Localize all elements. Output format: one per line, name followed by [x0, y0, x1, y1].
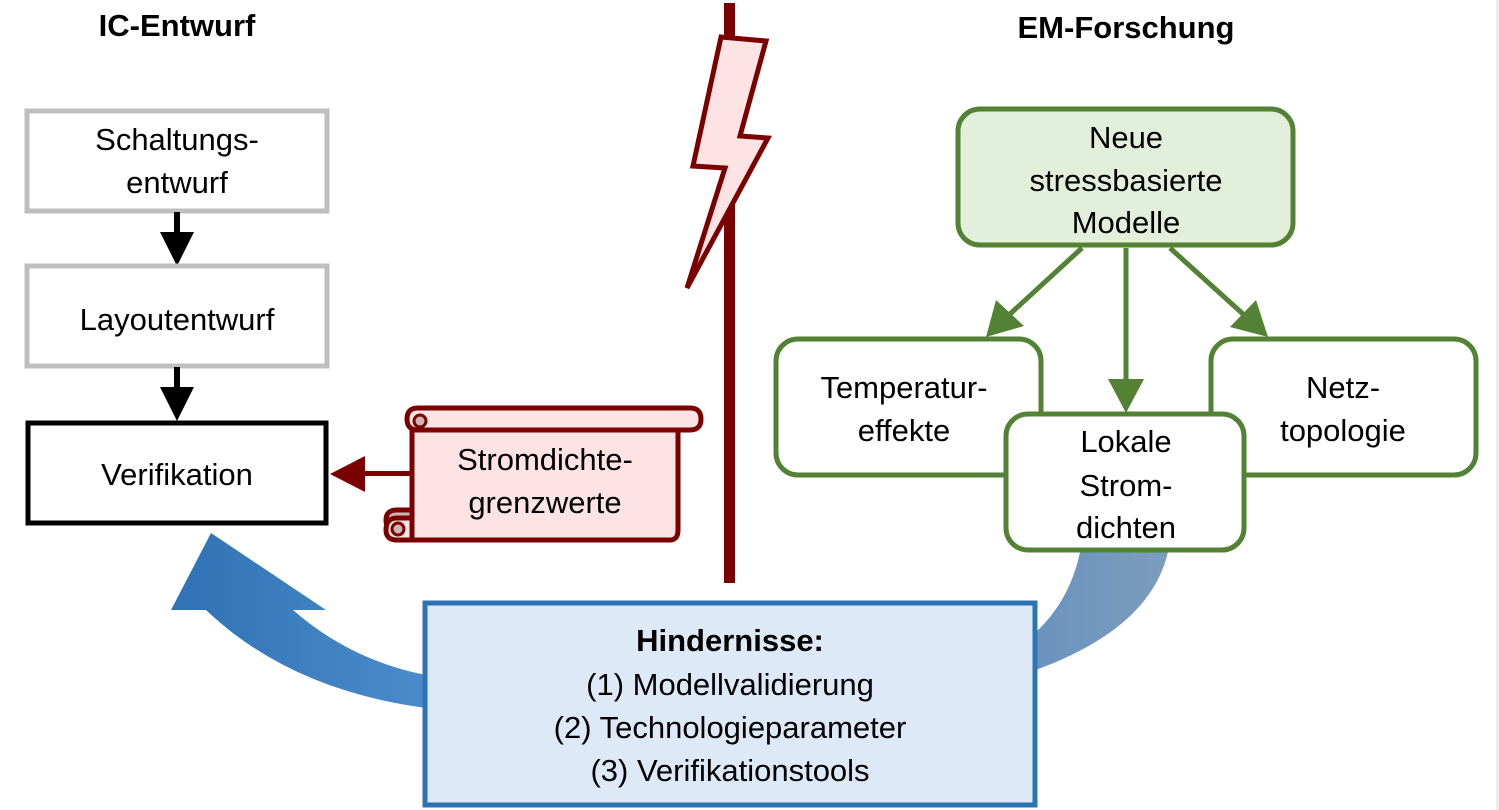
obstacles-box: Hindernisse: (1) Modellvalidierung (2) T…: [422, 600, 1038, 808]
box-label-line: Schaltungs-: [95, 122, 259, 157]
box-label-line: dichten: [1076, 510, 1176, 545]
scroll-label-line: Stromdichte-: [457, 442, 633, 477]
arrow-head-local-density: [1108, 379, 1144, 413]
box-label-line: effekte: [858, 413, 951, 448]
arrow-research-to-obstacles: [1030, 552, 1168, 672]
right-edge-border: [1496, 0, 1499, 810]
ic-design-header: IC-Entwurf: [99, 8, 256, 43]
arrow-to-temperature: [1008, 246, 1084, 316]
arrow-down-1: [160, 212, 194, 266]
box-label-line: Temperatur-: [820, 370, 987, 405]
em-research-header: EM-Forschung: [1018, 10, 1235, 45]
obstacle-item: (2) Technologieparameter: [554, 710, 907, 745]
scroll-label-line: grenzwerte: [468, 485, 621, 520]
obstacles-title: Hindernisse:: [636, 623, 824, 658]
box-label-line: Neue: [1089, 120, 1163, 155]
box-temperature-effects: Temperatur- effekte: [773, 336, 1044, 478]
box-local-current-density: Lokale Strom- dichten: [1003, 411, 1247, 553]
box-new-stress-models: Neue stressbasierte Modelle: [955, 106, 1296, 248]
box-label-line: Layoutentwurf: [80, 302, 275, 337]
box-label-line: Lokale: [1080, 424, 1171, 459]
box-layoutentwurf: Layoutentwurf: [24, 263, 330, 369]
arrow-down-2: [160, 367, 194, 421]
box-label-line: entwurf: [126, 165, 228, 200]
green-arrows: [986, 246, 1268, 413]
box-label-line: stressbasierte: [1030, 163, 1223, 198]
obstacle-item: (3) Verifikationstools: [590, 753, 869, 788]
arrow-limits-to-verification: [330, 456, 412, 492]
arrow-head-topology: [1230, 300, 1268, 337]
box-verifikation: Verifikation: [25, 420, 329, 526]
arrow-to-topology: [1168, 246, 1245, 316]
divider-line: [724, 3, 735, 583]
box-label-line: Verifikation: [101, 457, 253, 492]
box-schaltungsentwurf: Schaltungs- entwurf: [24, 108, 330, 214]
arrow-obstacles-to-verification: [171, 533, 426, 708]
lightning-bolt-icon: [684, 34, 773, 290]
arrow-head-temperature: [986, 300, 1024, 337]
box-label-line: Netz-: [1306, 370, 1380, 405]
box-net-topology: Netz- topologie: [1208, 336, 1479, 478]
box-label-line: Strom-: [1080, 468, 1173, 503]
obstacle-item: (1) Modellvalidierung: [586, 667, 874, 702]
box-label-line: topologie: [1280, 413, 1406, 448]
scroll-current-density-limits: Stromdichte- grenzwerte: [383, 405, 704, 543]
box-label-line: Modelle: [1072, 205, 1181, 240]
